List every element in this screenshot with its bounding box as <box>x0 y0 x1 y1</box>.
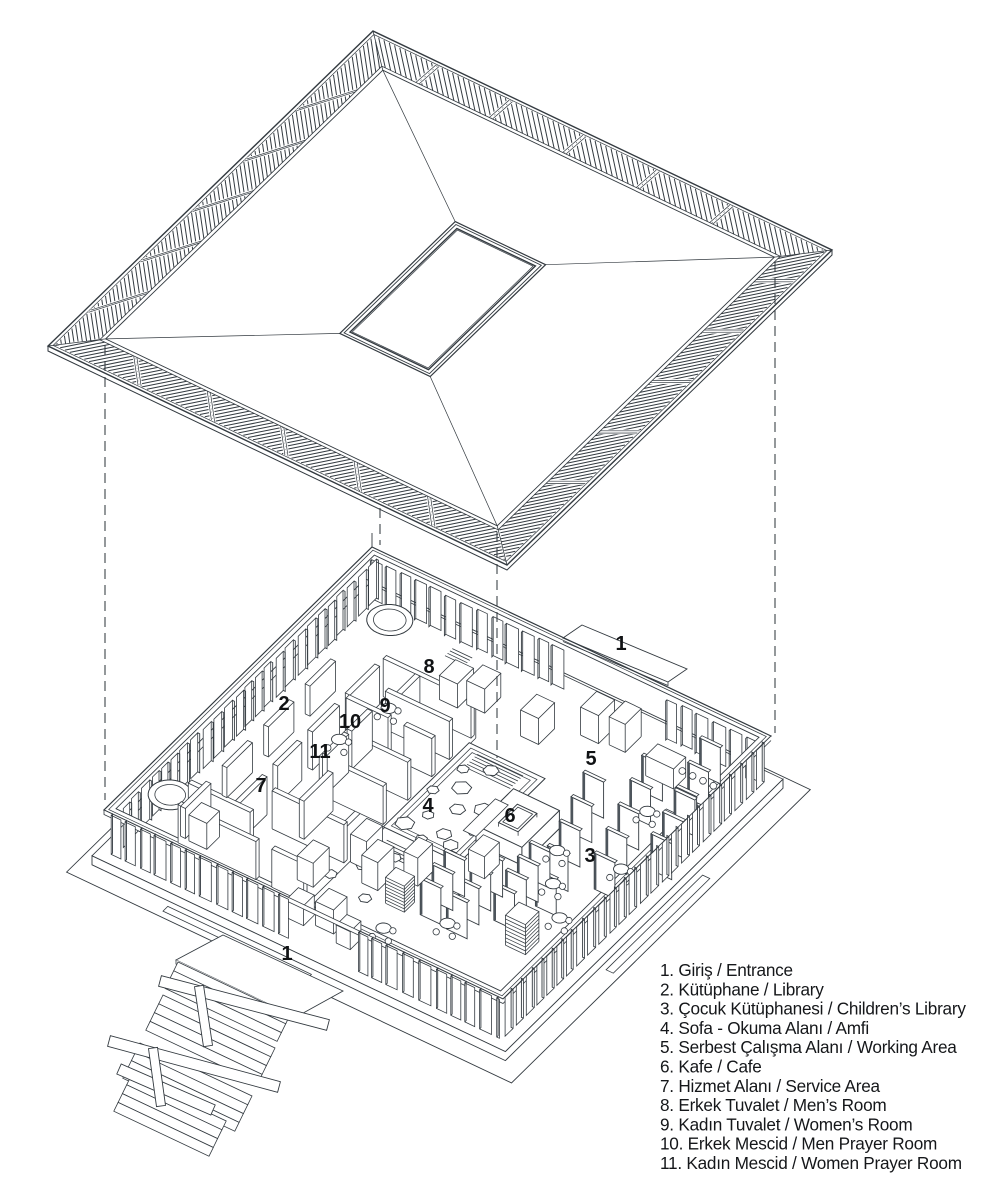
svg-text:4: 4 <box>422 795 434 817</box>
svg-text:8: 8 <box>423 656 434 678</box>
svg-text:6. Kafe / Cafe: 6. Kafe / Cafe <box>660 1057 762 1077</box>
svg-text:10. Erkek Mescid / Men Prayer: 10. Erkek Mescid / Men Prayer Room <box>660 1134 937 1154</box>
svg-text:1: 1 <box>615 633 626 655</box>
svg-text:9. Kadın Tuvalet / Women’s Roo: 9. Kadın Tuvalet / Women’s Room <box>660 1114 912 1134</box>
svg-text:3: 3 <box>584 845 595 867</box>
svg-text:3. Çocuk Kütüphanesi / Childre: 3. Çocuk Kütüphanesi / Children’s Librar… <box>660 999 966 1019</box>
svg-text:7: 7 <box>255 775 266 797</box>
svg-text:5. Serbest Çalışma Alanı / Wor: 5. Serbest Çalışma Alanı / Working Area <box>660 1037 957 1057</box>
svg-text:1: 1 <box>281 943 292 965</box>
svg-text:2. Kütüphane / Library: 2. Kütüphane / Library <box>660 979 824 999</box>
svg-text:5: 5 <box>585 748 596 770</box>
svg-text:6: 6 <box>504 805 515 827</box>
svg-text:4. Sofa - Okuma Alanı / Amfi: 4. Sofa - Okuma Alanı / Amfi <box>660 1018 869 1038</box>
svg-text:2: 2 <box>278 693 289 715</box>
svg-text:1. Giriş / Entrance: 1. Giriş / Entrance <box>660 960 793 980</box>
svg-text:11: 11 <box>309 741 330 763</box>
svg-text:8. Erkek Tuvalet / Men’s Room: 8. Erkek Tuvalet / Men’s Room <box>660 1095 886 1115</box>
svg-text:9: 9 <box>379 695 390 717</box>
svg-text:7. Hizmet Alanı / Service Area: 7. Hizmet Alanı / Service Area <box>660 1076 881 1096</box>
svg-text:11. Kadın Mescid / Women Praye: 11. Kadın Mescid / Women Prayer Room <box>660 1153 962 1173</box>
svg-text:10: 10 <box>339 711 361 733</box>
